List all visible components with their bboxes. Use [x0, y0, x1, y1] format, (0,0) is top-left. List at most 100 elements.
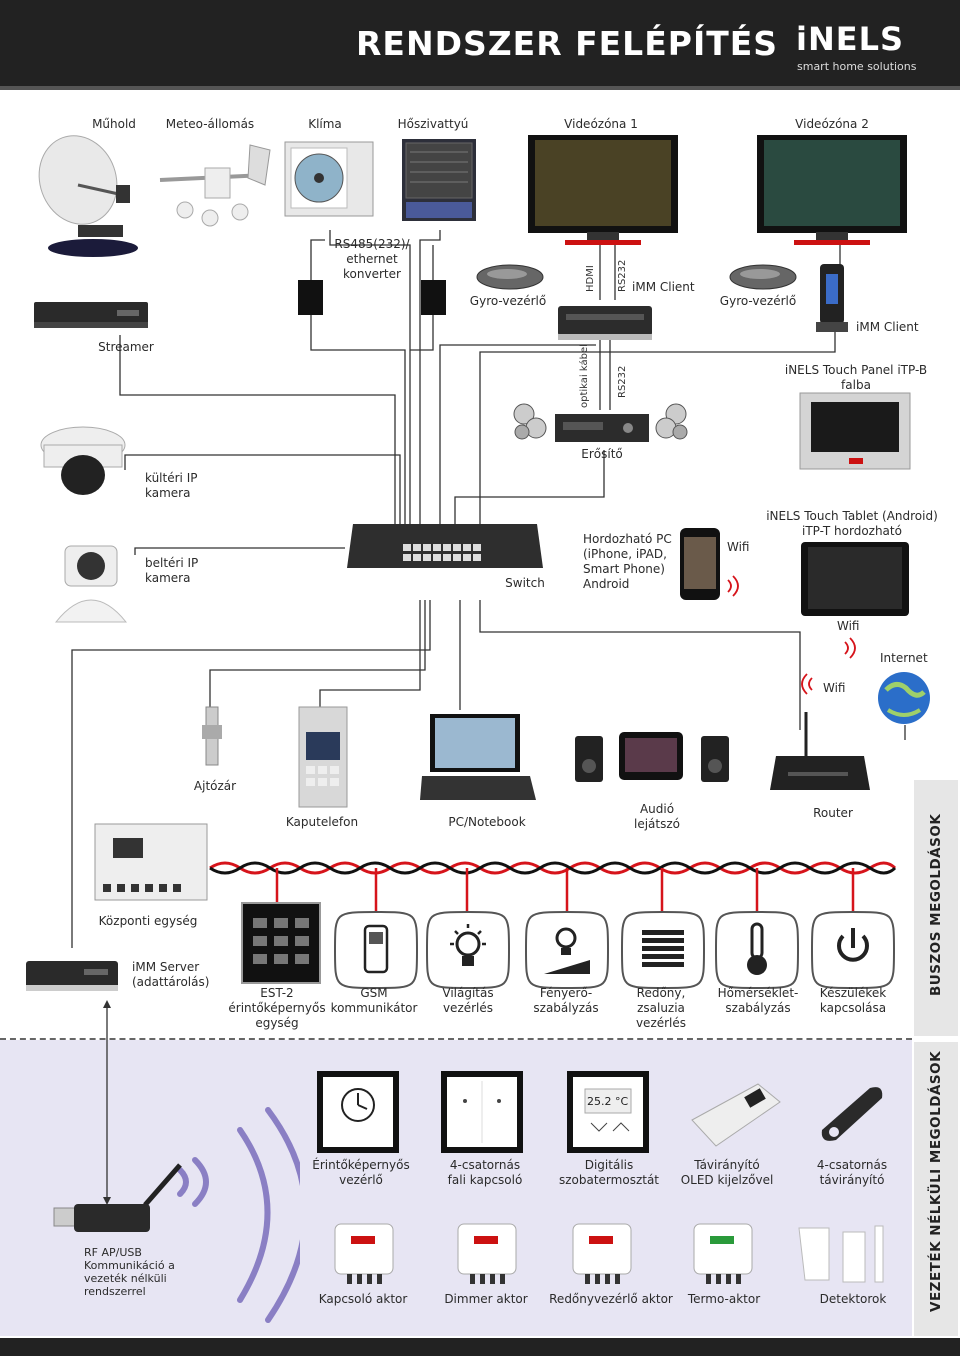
logo-tagline: smart home solutions [797, 60, 917, 73]
switch-actor-label: Kapcsoló aktor [318, 1292, 408, 1306]
gyro-1-label: Gyro-vezérlő [469, 294, 547, 308]
converter-box-2 [421, 280, 446, 315]
switch-actor-icon [334, 1223, 394, 1284]
amplifier-icon [555, 414, 649, 442]
bus-item-temperature-label: Hőmérséklet-szabályzás [717, 986, 799, 1015]
dimmer-actor-label: Dimmer aktor [444, 1292, 528, 1306]
touch-controller-icon [317, 1071, 399, 1153]
power-icon [810, 911, 896, 989]
converter-label: RS485(232)/ ethernet konverter [334, 237, 410, 281]
wifi-phone-label: Wifi [727, 540, 750, 554]
central-unit-label: Központi egység [98, 914, 198, 928]
outdoor-camera-label: kültéri IP kamera [145, 471, 198, 500]
meteo-label: Meteo-állomás [165, 117, 255, 131]
thermostat-label: Digitális szobatermosztát [558, 1158, 660, 1187]
thermostat-icon: 25.2 °C [567, 1071, 649, 1153]
rf-usb-icon [53, 1204, 150, 1232]
detectors-icon [798, 1225, 884, 1283]
weather-station-icon [159, 144, 271, 227]
optical-cable-label: optikai kábel [579, 344, 590, 408]
bus-item-est2-label: EST-2 érintőképernyős egység [228, 986, 326, 1030]
imm-server-icon [26, 961, 118, 991]
speaker-left-icon [513, 403, 547, 440]
switch-label: Switch [505, 576, 545, 590]
smartphone-icon [680, 528, 720, 600]
bulb-icon [425, 911, 511, 989]
gyro-mouse-2-icon [729, 264, 797, 290]
touch-controller-label: Érintőképernyős vezérlő [312, 1158, 410, 1187]
door-lock-icon [202, 706, 222, 766]
videozone1-label: Videózóna 1 [564, 117, 638, 131]
satellite-label: Műhold [92, 117, 136, 131]
blinds-icon [620, 911, 706, 989]
imm-client-2-label: iMM Client [856, 320, 919, 334]
detectors-label: Detektorok [819, 1292, 887, 1306]
phone-icon [333, 911, 419, 989]
bus-item-lighting-label: Világítás vezérlés [442, 986, 494, 1015]
dimmer-actor-icon [457, 1223, 517, 1284]
bus-item-dimming-label: Fényerő-szabályzás [533, 986, 599, 1015]
bus-item-gsm-label: GSM kommunikátor [330, 986, 418, 1015]
thermo-actor-label: Termo-aktor [687, 1292, 761, 1306]
central-unit-icon [94, 823, 208, 901]
blinds-actor-icon [572, 1223, 632, 1284]
bus-item-appliances-label: Készülékek kapcsolása [819, 986, 887, 1015]
intercom-label: Kaputelefon [285, 815, 359, 829]
globe-icon [878, 672, 930, 724]
page-title: RENDSZER FELÉPÍTÉS [356, 24, 779, 63]
streamer-icon [34, 302, 148, 328]
rf-waves [103, 1000, 300, 1323]
dimmer-icon [524, 911, 610, 989]
header-divider [0, 86, 960, 90]
wifi-router-label: Wifi [823, 681, 846, 695]
bus-item-blinds-label: Redőny, zsaluzia vezérlés [635, 986, 687, 1030]
ac-unit-icon [284, 141, 374, 217]
intercom-icon [298, 706, 348, 808]
wall-switch-label: 4-csatornás fali kapcsoló [447, 1158, 523, 1187]
internet-label: Internet [880, 651, 928, 665]
header: RENDSZER FELÉPÍTÉS iNELS smart home solu… [0, 0, 960, 86]
converter-box-1 [298, 280, 323, 315]
streamer-label: Streamer [98, 340, 154, 354]
touch-panel-icon [799, 392, 911, 470]
gyro-mouse-1-icon [476, 264, 544, 290]
thermo-actor-icon [693, 1223, 753, 1284]
touch-tablet-label: iNELS Touch Tablet (Android) iTP-T hordo… [766, 509, 938, 538]
imm-client-2-icon [816, 264, 848, 332]
keyfob-remote-icon [821, 1087, 883, 1141]
indoor-camera-icon [54, 545, 128, 623]
wall-switch-icon [441, 1071, 523, 1153]
imm-server-label: iMM Server (adattárolás) [132, 960, 210, 989]
wireless-solutions-label: VEZETÉK NÉLKÜLI MEGOLDÁSOK [928, 1050, 944, 1312]
thermometer-icon [714, 911, 800, 989]
speaker-right-icon [655, 403, 688, 440]
gyro-2-label: Gyro-vezérlő [719, 294, 797, 308]
climate-label: Klíma [308, 117, 342, 131]
wiring-diagram [71, 230, 906, 948]
satellite-dish-icon [38, 135, 138, 257]
bus-solutions-label: BUSZOS MEGOLDÁSOK [928, 813, 944, 996]
notebook-icon [420, 714, 536, 800]
touch-panel-label: iNELS Touch Panel iTP-B falba [784, 363, 928, 392]
keyfob-remote-label: 4-csatornás távirányító [816, 1158, 888, 1187]
tv-videozone2-icon [757, 135, 907, 245]
wifi-tablet-label: Wifi [837, 619, 860, 633]
footer-bar [0, 1338, 960, 1356]
inels-logo: iNELS [796, 20, 905, 58]
thermostat-display: 25.2 °C [587, 1095, 629, 1108]
rf-usb-label: RF AP/USB Kommunikáció a vezeték nélküli… [84, 1246, 175, 1298]
heat-pump-icon [402, 139, 476, 221]
oled-remote-label: Távirányító OLED kijelzővel [680, 1158, 774, 1187]
bus-line [209, 861, 897, 915]
rs232-top-label: RS232 [617, 259, 628, 292]
wireless-side-box [914, 1042, 958, 1336]
blinds-actor-label: Redőnyvezérlő aktor [549, 1292, 673, 1306]
portable-pc-label: Hordozható PC (iPhone, iPAD, Smart Phone… [583, 532, 672, 591]
imm-client-1-label: iMM Client [632, 280, 695, 294]
indoor-camera-label: beltéri IP kamera [145, 556, 199, 585]
tv-videozone1-icon [528, 135, 678, 245]
imm-client-1-icon [558, 306, 652, 340]
hdmi-label: HDMI [585, 265, 596, 292]
rs232-bottom-label: RS232 [617, 365, 628, 398]
router-icon [770, 756, 870, 790]
